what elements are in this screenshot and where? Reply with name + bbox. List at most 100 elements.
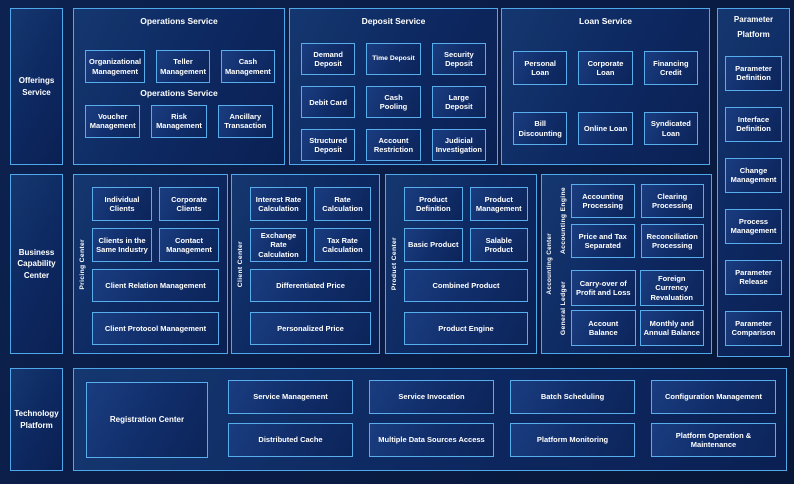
operations-service-subtitle: Operations Service — [140, 88, 218, 99]
box-foreign-currency-revaluation: Foreign Currency Revaluation — [639, 270, 704, 306]
accounting-center-content: Accounting Engine Accounting Processing … — [556, 175, 711, 353]
box-teller-management: Teller Management — [156, 50, 210, 84]
loan-service-title: Loan Service — [579, 16, 632, 26]
general-ledger-group: General Ledger Carry-over of Profit and … — [556, 270, 704, 346]
box-parameter-release: Parameter Release — [725, 259, 782, 295]
box-syndicated-loan: Syndicated Loan — [643, 112, 698, 146]
box-ancillary-transaction: Ancillary Transaction — [217, 104, 273, 138]
box-time-deposit: Time Deposit — [366, 43, 421, 76]
operations-row-1: Organizational Management Teller Managem… — [74, 50, 284, 84]
accounting-center-block: Accounting Center Accounting Engine Acco… — [541, 174, 712, 354]
box-clients-in-the-same-industry: Clients in the Same Industry — [92, 228, 152, 262]
box-reconciliation-processing: Reconciliation Processing — [640, 224, 704, 258]
deposit-service-title: Deposit Service — [361, 16, 426, 26]
box-account-balance: Account Balance — [571, 310, 636, 346]
box-client-relation-management: Client Relation Management — [92, 269, 219, 302]
box-service-management: Service Management — [228, 380, 353, 414]
box-differentiated-price: Differentiated Price — [250, 269, 371, 302]
product-center-vertical-label: Product Center — [390, 237, 398, 291]
box-personalized-price: Personalized Price — [250, 312, 371, 345]
box-debit-card: Debit Card — [301, 86, 356, 119]
parameter-platform-title-line1: Parameter — [733, 15, 774, 24]
box-contact-management: Contact Management — [159, 228, 219, 262]
box-organizational-management: Organizational Management — [85, 50, 146, 84]
technology-platform-sidebar: Technology Platform — [10, 368, 63, 471]
box-accounting-processing: Accounting Processing — [571, 184, 635, 218]
box-financing-credit: Financing Credit — [643, 51, 698, 86]
box-voucher-management: Voucher Management — [85, 104, 141, 138]
box-monthly-and-annual-balance: Monthly and Annual Balance — [639, 310, 704, 346]
client-center-content: Interest Rate Calculation Rate Calculati… — [248, 175, 379, 353]
client-center-block: Client Center Interest Rate Calculation … — [231, 174, 380, 354]
box-online-loan: Online Loan — [578, 112, 633, 146]
operations-service-panel: Operations Service Organizational Manage… — [73, 8, 285, 165]
box-carry-over-of-profit-and-loss: Carry-over of Profit and Loss — [571, 270, 636, 306]
deposit-service-panel: Deposit Service Demand Deposit Time Depo… — [289, 8, 498, 165]
box-structured-deposit: Structured Deposit — [301, 129, 356, 162]
box-risk-management: Risk Management — [151, 104, 207, 138]
box-combined-product: Combined Product — [404, 269, 528, 302]
technology-platform-panel: Registration Center Service Management S… — [73, 368, 787, 471]
box-platform-monitoring: Platform Monitoring — [510, 423, 635, 457]
offerings-service-sidebar: Offerings Service — [10, 8, 63, 165]
box-cash-pooling: Cash Pooling — [366, 86, 421, 119]
offerings-service-label: Offerings Service — [18, 75, 55, 97]
box-personal-loan: Personal Loan — [513, 51, 568, 86]
loan-service-panel: Loan Service Personal Loan Corporate Loa… — [501, 8, 710, 165]
parameter-platform-title-line2: Platform — [737, 29, 770, 39]
box-interface-definition: Interface Definition — [725, 106, 782, 142]
technology-grid: Service Management Service Invocation Ba… — [228, 380, 776, 457]
box-change-management: Change Management — [725, 157, 782, 193]
box-security-deposit: Security Deposit — [431, 43, 486, 76]
box-interest-rate-calculation: Interest Rate Calculation — [250, 187, 307, 221]
box-product-engine: Product Engine — [404, 312, 528, 345]
box-account-restriction: Account Restriction — [366, 129, 421, 162]
accounting-engine-vertical-label: Accounting Engine — [560, 187, 567, 255]
box-rate-calculation: Rate Calculation — [314, 187, 371, 221]
box-salable-product: Salable Product — [469, 228, 528, 262]
box-process-management: Process Management — [725, 208, 782, 244]
box-large-deposit: Large Deposit — [431, 86, 486, 119]
accounting-engine-group: Accounting Engine Accounting Processing … — [556, 184, 704, 258]
parameter-platform-panel: Parameter Platform Parameter Definition … — [717, 8, 790, 357]
box-product-management: Product Management — [469, 187, 528, 221]
box-batch-scheduling: Batch Scheduling — [510, 380, 635, 414]
box-parameter-definition: Parameter Definition — [725, 55, 782, 91]
box-price-and-tax-separated: Price and Tax Separated — [571, 224, 635, 258]
product-center-block: Product Center Product Definition Produc… — [385, 174, 537, 354]
box-bill-discounting: Bill Discounting — [513, 112, 568, 146]
general-ledger-vertical-label: General Ledger — [560, 280, 567, 336]
technology-platform-label: Technology Platform — [14, 408, 59, 430]
box-platform-operation-maintenance: Platform Operation & Maintenance — [651, 423, 776, 457]
box-judicial-investigation: Judicial Investigation — [431, 129, 486, 162]
box-parameter-comparison: Parameter Comparison — [725, 310, 782, 346]
box-corporate-clients: Corporate Clients — [159, 187, 219, 221]
box-product-definition: Product Definition — [404, 187, 463, 221]
pricing-center-block: Pricing Center Individual Clients Corpor… — [73, 174, 228, 354]
box-service-invocation: Service Invocation — [369, 380, 494, 414]
box-configuration-management: Configuration Management — [651, 380, 776, 414]
box-clearing-processing: Clearing Processing — [640, 184, 704, 218]
operations-row-2: Voucher Management Risk Management Ancil… — [74, 104, 284, 138]
box-corporate-loan: Corporate Loan — [578, 51, 633, 86]
box-registration-center: Registration Center — [86, 382, 208, 458]
pricing-center-vertical-label: Pricing Center — [78, 238, 86, 290]
client-center-vertical-label: Client Center — [236, 240, 244, 288]
accounting-center-vertical-label: Accounting Center — [545, 233, 553, 295]
business-capability-center-label: Business Capability Center — [17, 247, 56, 280]
box-client-protocol-management: Client Protocol Management — [92, 312, 219, 345]
box-demand-deposit: Demand Deposit — [301, 43, 356, 76]
box-multiple-data-sources-access: Multiple Data Sources Access — [369, 423, 494, 457]
box-basic-product: Basic Product — [404, 228, 463, 262]
business-capability-center-sidebar: Business Capability Center — [10, 174, 63, 354]
operations-service-title: Operations Service — [140, 16, 218, 26]
pricing-center-content: Individual Clients Corporate Clients Cli… — [90, 175, 227, 353]
loan-row-2: Bill Discounting Online Loan Syndicated … — [502, 112, 709, 146]
product-center-content: Product Definition Product Management Ba… — [402, 175, 536, 353]
box-individual-clients: Individual Clients — [92, 187, 152, 221]
box-distributed-cache: Distributed Cache — [228, 423, 353, 457]
deposit-grid: Demand Deposit Time Deposit Security Dep… — [290, 43, 497, 162]
box-exchange-rate-calculation: Exchange Rate Calculation — [250, 228, 307, 262]
loan-row-1: Personal Loan Corporate Loan Financing C… — [502, 51, 709, 86]
box-cash-management: Cash Management — [220, 50, 275, 84]
